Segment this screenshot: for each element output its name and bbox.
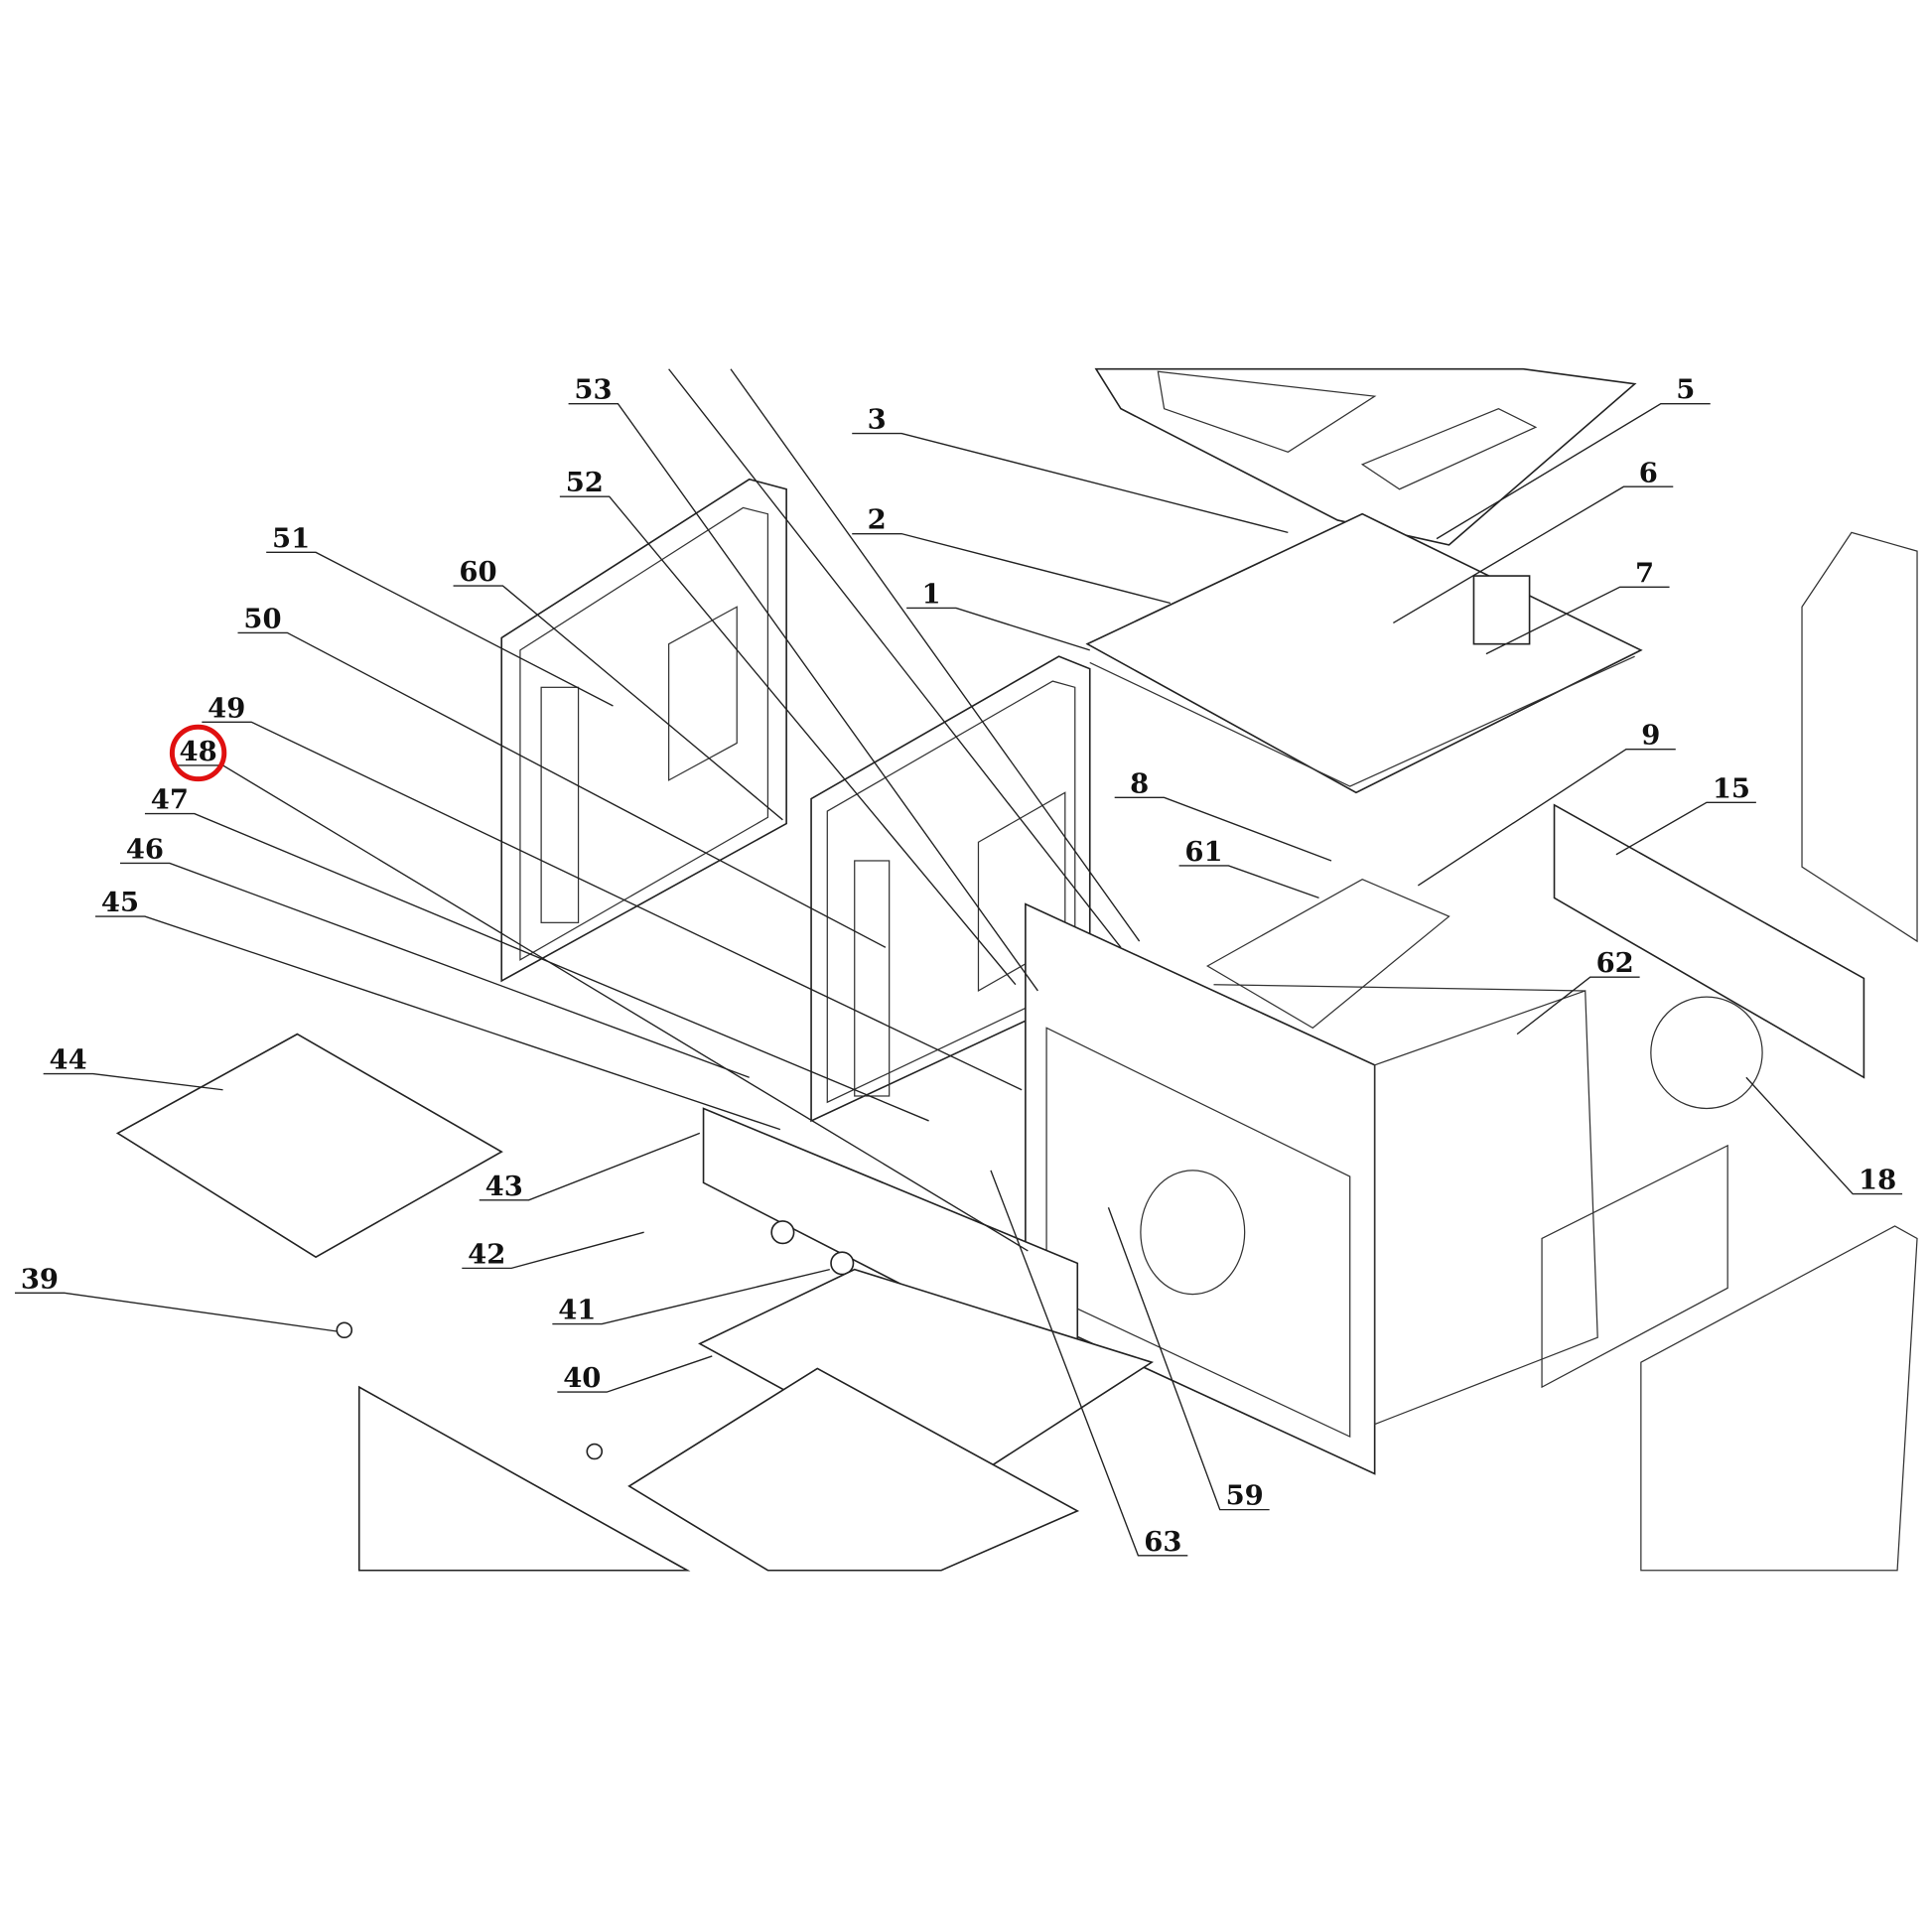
back-panel-rear xyxy=(500,478,787,983)
leader-line-52 xyxy=(559,495,1017,986)
leader-line-46 xyxy=(120,862,750,1078)
leader-line-15 xyxy=(1615,801,1756,856)
fan-motor xyxy=(1472,575,1531,645)
part-label-47[interactable]: 47 xyxy=(151,784,189,816)
leader-line-3 xyxy=(852,432,1289,534)
leader-line-7 xyxy=(1485,586,1670,655)
outer-door-frame xyxy=(357,1385,691,1572)
foot-39 xyxy=(336,1321,353,1339)
part-label-51[interactable]: 51 xyxy=(272,522,310,554)
oven-front-opening xyxy=(1045,1027,1351,1439)
leader-line-60 xyxy=(453,585,783,821)
fan-cover-fold xyxy=(1089,655,1635,787)
top-cover-panel xyxy=(1094,367,1637,546)
oven-front-frame xyxy=(1025,902,1376,1475)
part-label-48[interactable]: 48 xyxy=(179,736,216,767)
back-panel-rear-window xyxy=(667,606,738,781)
part-label-61[interactable]: 61 xyxy=(1184,836,1222,868)
part-label-59[interactable]: 59 xyxy=(1226,1480,1264,1512)
part-label-43[interactable]: 43 xyxy=(485,1171,523,1202)
part-label-49[interactable]: 49 xyxy=(207,692,245,724)
fan-grille xyxy=(1140,1170,1246,1296)
leader-line-extra xyxy=(668,368,1122,948)
part-label-9[interactable]: 9 xyxy=(1641,720,1660,752)
back-panel-rear-inner xyxy=(519,506,769,961)
part-label-46[interactable]: 46 xyxy=(126,833,164,865)
side-mount-bracket xyxy=(1553,803,1865,1079)
right-side-panel xyxy=(1640,1225,1918,1572)
control-knob-2 xyxy=(830,1251,855,1276)
part-label-60[interactable]: 60 xyxy=(459,556,496,588)
wire-rack-44 xyxy=(115,1033,503,1259)
leader-line-50 xyxy=(237,631,887,948)
circular-heating-element xyxy=(1650,996,1763,1110)
leader-line-18 xyxy=(1745,1076,1903,1195)
top-cover-window-2 xyxy=(1360,407,1538,490)
leader-line-51 xyxy=(266,551,614,707)
leader-line-8 xyxy=(1114,796,1332,862)
part-label-41[interactable]: 41 xyxy=(558,1295,596,1326)
leader-line-39 xyxy=(14,1292,338,1332)
part-label-18[interactable]: 18 xyxy=(1859,1165,1896,1196)
part-label-5[interactable]: 5 xyxy=(1676,374,1695,406)
back-panel-front-inner xyxy=(826,680,1076,1104)
part-label-40[interactable]: 40 xyxy=(563,1362,601,1394)
part-label-39[interactable]: 39 xyxy=(21,1263,59,1295)
back-panel-rear-opening xyxy=(540,686,580,923)
leader-line-42 xyxy=(462,1231,644,1270)
leader-line-5 xyxy=(1436,402,1711,540)
leader-line-1 xyxy=(906,607,1090,651)
part-label-45[interactable]: 45 xyxy=(101,887,139,918)
highlight-circle xyxy=(169,724,227,782)
oven-cavity-top xyxy=(1213,984,1586,992)
leader-line-6 xyxy=(1393,485,1674,624)
leader-lines xyxy=(14,402,1903,1557)
part-label-44[interactable]: 44 xyxy=(50,1044,87,1076)
leader-line-43 xyxy=(479,1132,701,1201)
leader-line-40 xyxy=(557,1355,713,1393)
part-label-2[interactable]: 2 xyxy=(868,504,887,536)
leader-line-47 xyxy=(144,812,929,1122)
baking-tray xyxy=(627,1367,1080,1572)
part-label-42[interactable]: 42 xyxy=(468,1238,505,1270)
oven-cavity-side xyxy=(1374,990,1598,1426)
back-panel-front-opening xyxy=(854,860,891,1097)
back-panel-front xyxy=(810,655,1091,1123)
control-knob-1 xyxy=(770,1220,795,1245)
foot-2 xyxy=(586,1443,604,1460)
part-label-63[interactable]: 63 xyxy=(1144,1526,1181,1558)
side-runner xyxy=(1541,1144,1728,1389)
leader-line-extra xyxy=(730,368,1141,942)
part-label-3[interactable]: 3 xyxy=(868,404,887,436)
leader-line-44 xyxy=(43,1072,223,1091)
part-label-62[interactable]: 62 xyxy=(1596,947,1634,979)
part-label-50[interactable]: 50 xyxy=(243,603,281,634)
leader-line-53 xyxy=(568,402,1038,992)
part-label-52[interactable]: 52 xyxy=(566,467,604,498)
part-label-53[interactable]: 53 xyxy=(574,374,612,406)
leader-line-41 xyxy=(552,1268,830,1325)
part-label-8[interactable]: 8 xyxy=(1130,767,1149,799)
leader-line-63 xyxy=(990,1170,1188,1557)
part-label-15[interactable]: 15 xyxy=(1713,772,1750,804)
fan-cover-plate xyxy=(1085,512,1643,794)
part-label-7[interactable]: 7 xyxy=(1635,557,1654,589)
top-cover-window xyxy=(1157,370,1377,454)
leader-line-2 xyxy=(852,532,1171,605)
part-label-6[interactable]: 6 xyxy=(1639,457,1658,488)
part-label-1[interactable]: 1 xyxy=(922,579,941,611)
leader-line-49 xyxy=(202,721,1023,1091)
part-outlines xyxy=(115,367,1918,1572)
leader-line-61 xyxy=(1178,865,1319,899)
leader-line-59 xyxy=(1107,1207,1270,1511)
leader-line-9 xyxy=(1417,749,1676,887)
leader-line-62 xyxy=(1516,976,1640,1035)
grill-element xyxy=(1205,878,1450,1030)
leader-line-45 xyxy=(95,915,781,1131)
side-wall-right xyxy=(1801,531,1918,943)
